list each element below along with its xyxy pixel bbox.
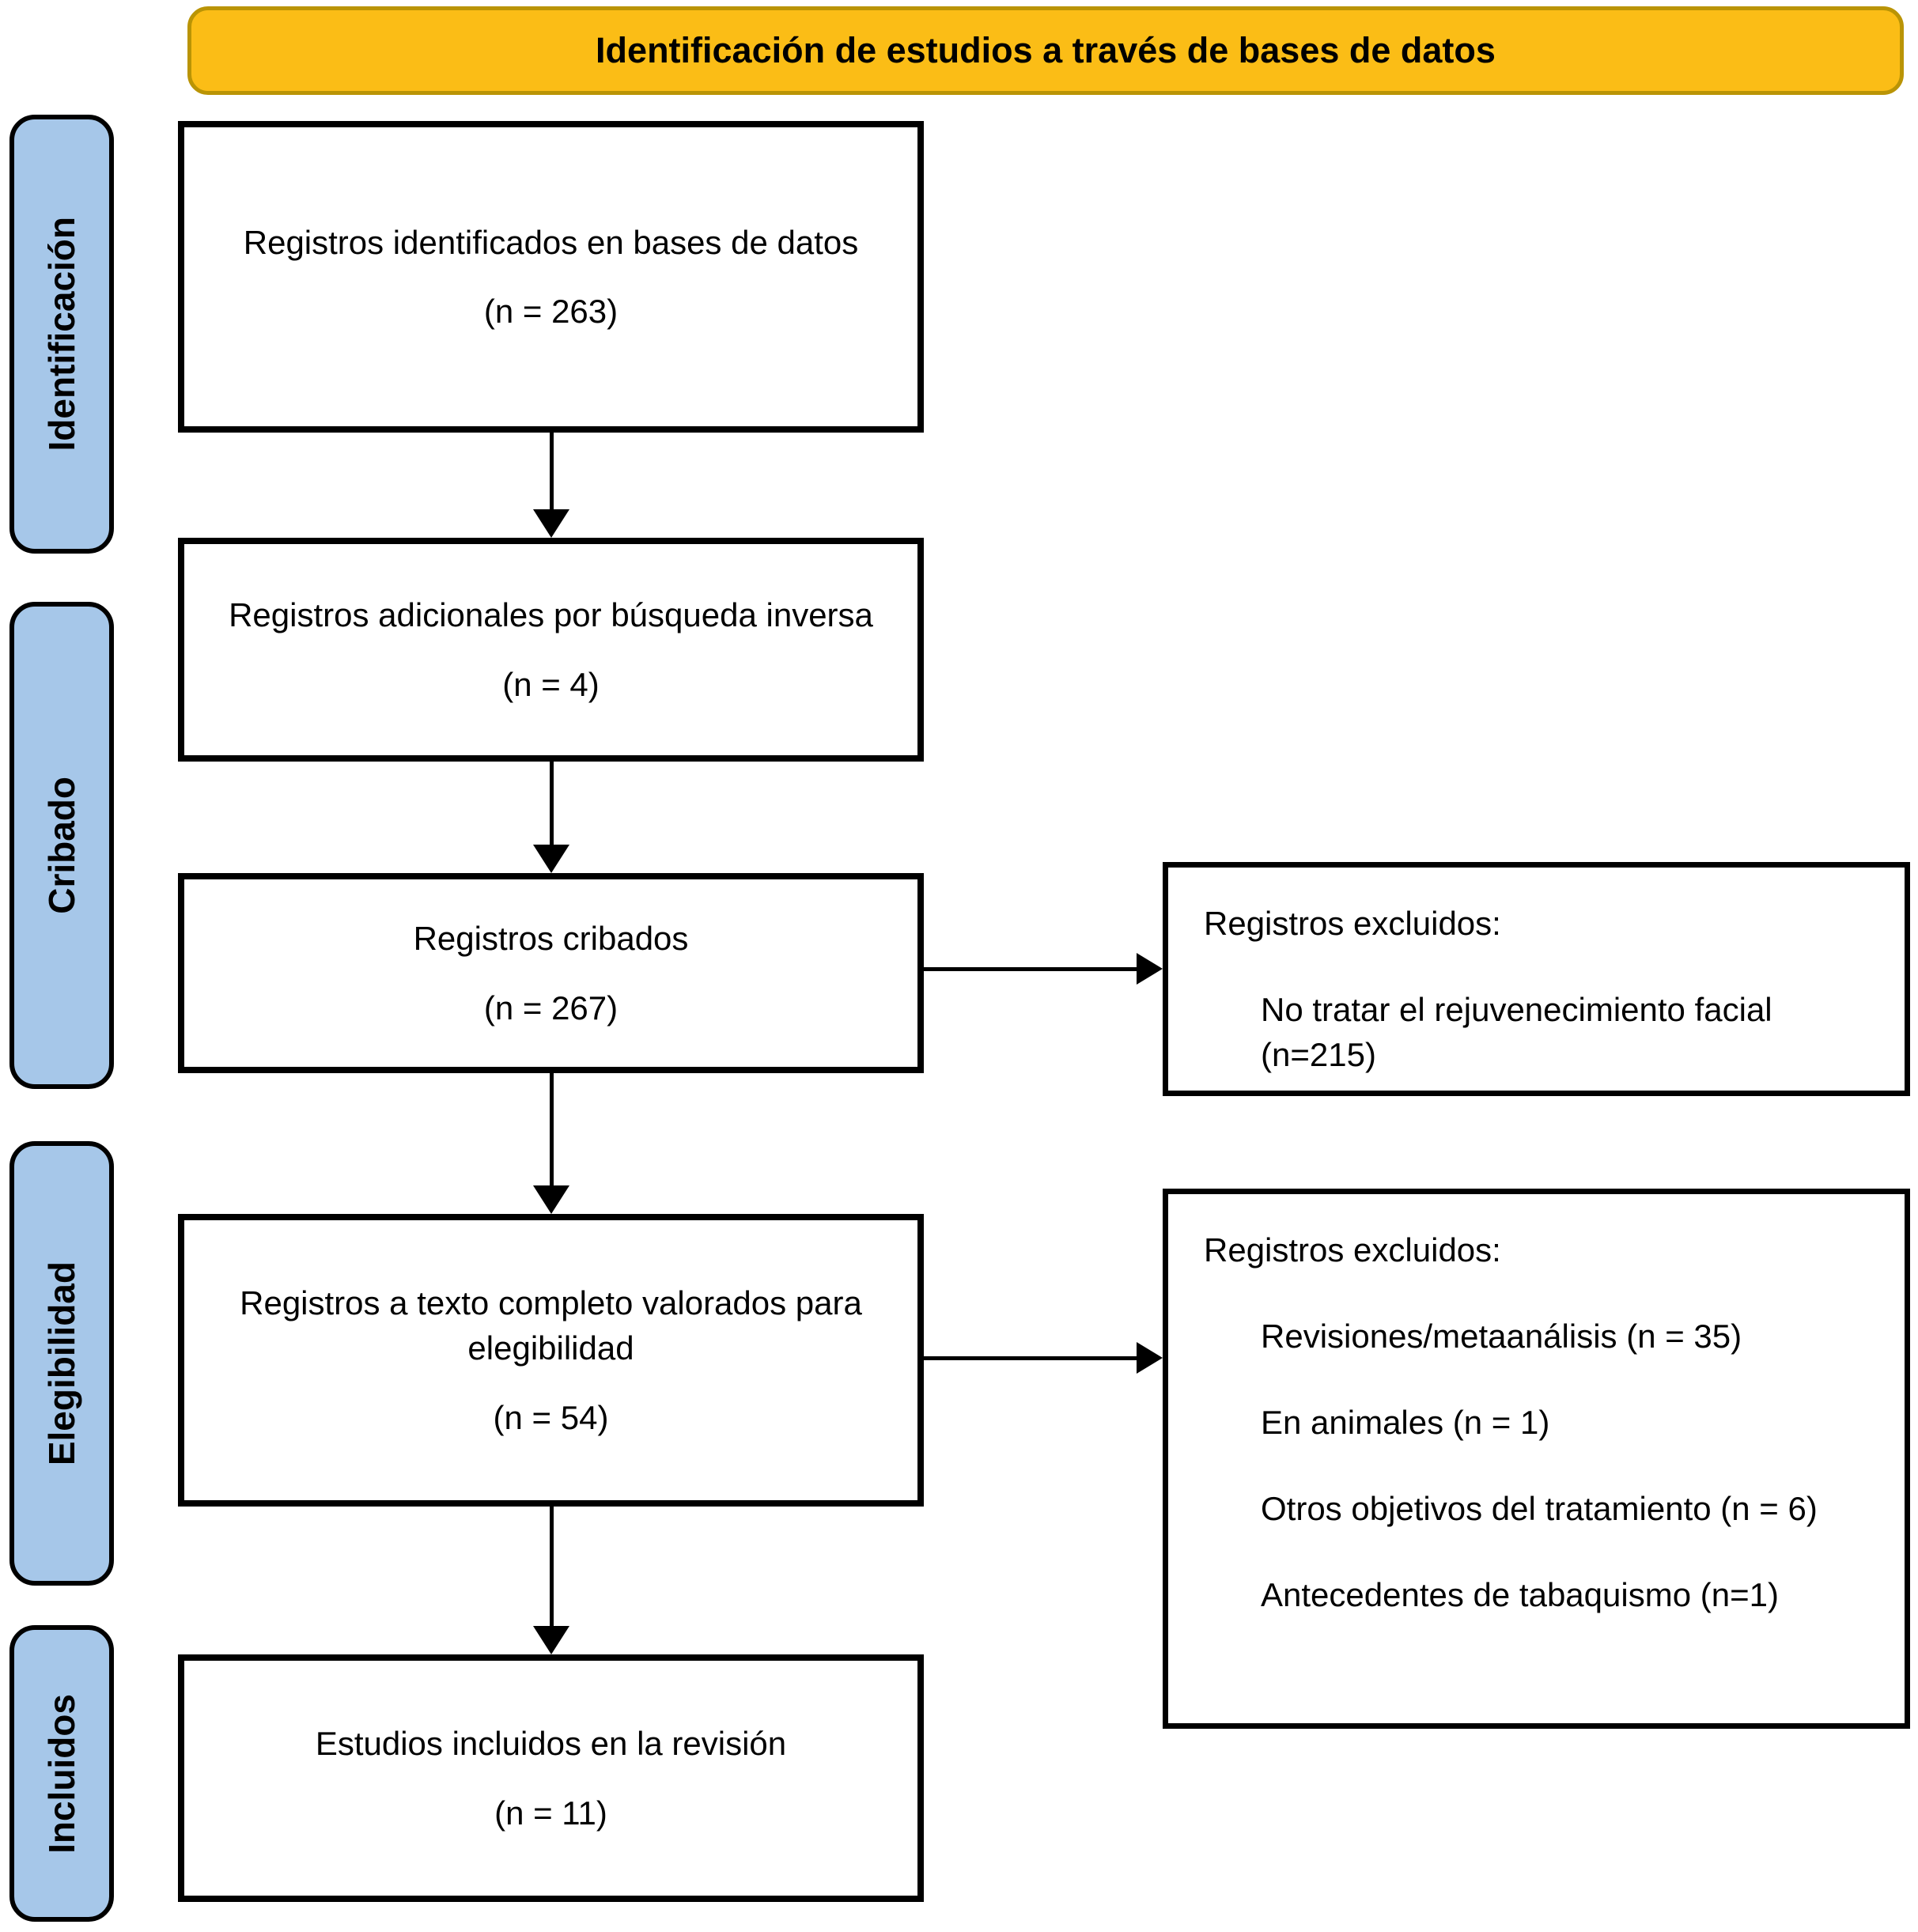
arrow-down-4-head-icon <box>533 1626 569 1654</box>
box-texto-completo-count: (n = 54) <box>493 1398 609 1436</box>
arrow-right-1-line <box>924 967 1137 971</box>
stage-elegibilidad-label: Elegibilidad <box>41 1261 82 1466</box>
arrow-right-2-head-icon <box>1137 1342 1163 1374</box>
box-excluidos-elegibilidad-item-3: Otros objetivos del tratamiento (n = 6) <box>1261 1490 1818 1528</box>
box-registros-cribados-count: (n = 267) <box>483 989 619 1026</box>
box-excluidos-elegibilidad: Registros excluidos: Revisiones/metaanál… <box>1163 1189 1910 1729</box>
arrow-right-1-head-icon <box>1137 953 1163 985</box>
arrow-down-1-line <box>550 433 554 509</box>
box-texto-completo-title: Registros a texto completo valorados par… <box>240 1284 862 1367</box>
box-excluidos-cribado: Registros excluidos: No tratar el rejuve… <box>1163 862 1910 1096</box>
arrow-down-3-line <box>550 1073 554 1185</box>
arrow-down-4-line <box>550 1507 554 1626</box>
box-texto-completo: Registros a texto completo valorados par… <box>178 1214 924 1507</box>
stage-identificacion-label: Identificación <box>41 217 82 452</box>
stage-incluidos-label: Incluidos <box>41 1693 82 1854</box>
box-excluidos-cribado-item-1: No tratar el rejuvenecimiento facial (n=… <box>1261 991 1772 1074</box>
box-registros-identificados-count: (n = 263) <box>483 293 619 330</box>
arrow-down-2-line <box>550 762 554 845</box>
box-registros-cribados: Registros cribados (n = 267) <box>178 873 924 1073</box>
box-registros-adicionales-title: Registros adicionales por búsqueda inver… <box>229 596 873 634</box>
box-excluidos-elegibilidad-item-4: Antecedentes de tabaquismo (n=1) <box>1261 1576 1779 1614</box>
arrow-down-1-head-icon <box>533 509 569 538</box>
box-estudios-incluidos-count: (n = 11) <box>494 1794 607 1832</box>
box-registros-cribados-title: Registros cribados <box>413 920 689 958</box>
stage-incluidos: Incluidos <box>9 1625 114 1922</box>
arrow-down-2-head-icon <box>533 845 569 873</box>
box-estudios-incluidos-title: Estudios incluidos en la revisión <box>315 1725 787 1763</box>
stage-identificacion: Identificación <box>9 115 114 554</box>
box-excluidos-elegibilidad-heading: Registros excluidos: <box>1204 1231 1501 1268</box>
banner-title: Identificación de estudios a través de b… <box>596 30 1496 70</box>
box-excluidos-cribado-heading: Registros excluidos: <box>1204 905 1501 942</box>
arrow-right-2-line <box>924 1356 1137 1360</box>
box-estudios-incluidos: Estudios incluidos en la revisión (n = 1… <box>178 1654 924 1902</box>
box-excluidos-elegibilidad-item-2: En animales (n = 1) <box>1261 1404 1550 1442</box>
stage-cribado: Cribado <box>9 602 114 1089</box>
stage-cribado-label: Cribado <box>41 777 82 914</box>
box-excluidos-elegibilidad-item-1: Revisiones/metaanálisis (n = 35) <box>1261 1318 1742 1355</box>
arrow-down-3-head-icon <box>533 1185 569 1214</box>
box-registros-identificados: Registros identificados en bases de dato… <box>178 121 924 433</box>
box-registros-adicionales: Registros adicionales por búsqueda inver… <box>178 538 924 762</box>
box-registros-adicionales-count: (n = 4) <box>502 665 600 703</box>
stage-elegibilidad: Elegibilidad <box>9 1141 114 1586</box>
banner-title-box: Identificación de estudios a través de b… <box>187 6 1904 95</box>
box-registros-identificados-title: Registros identificados en bases de dato… <box>243 223 859 261</box>
